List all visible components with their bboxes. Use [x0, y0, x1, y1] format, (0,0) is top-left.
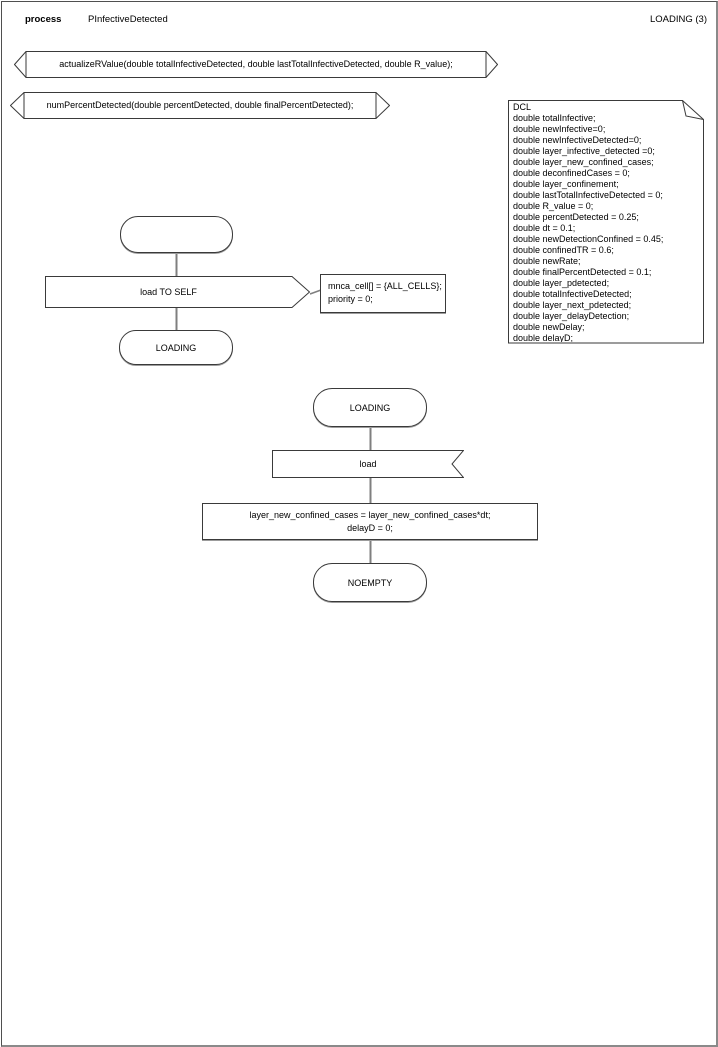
input-notch-shape — [272, 450, 464, 478]
start-symbol[interactable] — [120, 216, 233, 253]
output-arrow-shape — [45, 276, 311, 308]
state-label: LOADING — [155, 342, 197, 353]
procedure-declaration-text: numPercentDetected(double percentDetecte… — [46, 100, 354, 110]
dcl-declarations-text: DCL double totalInfective; double newInf… — [513, 102, 664, 342]
procedure-declaration-numPercentDetected[interactable]: numPercentDetected(double percentDetecte… — [10, 92, 390, 119]
comment-box[interactable]: mnca_cell[] = {ALL_CELLS}; priority = 0; — [320, 274, 446, 313]
note-folded-corner-shape — [508, 100, 704, 344]
state-symbol-loading-2[interactable]: LOADING — [313, 388, 427, 427]
comment-line: mnca_cell[] = {ALL_CELLS}; — [328, 281, 442, 291]
input-label: load — [359, 458, 377, 469]
procedure-declaration-text: actualizeRValue(double totalInfectiveDet… — [59, 59, 453, 69]
task-line: layer_new_confined_cases = layer_new_con… — [249, 509, 491, 520]
state-label: LOADING — [349, 402, 391, 413]
procedure-bracket-shape — [14, 51, 498, 78]
state-symbol-loading[interactable]: LOADING — [119, 330, 233, 365]
state-label: NOEMPTY — [347, 577, 393, 588]
state-symbol-noempty[interactable]: NOEMPTY — [313, 563, 427, 602]
process-name-label: PInfectiveDetected — [88, 14, 168, 25]
procedure-bracket-shape — [10, 92, 390, 119]
output-label: load TO SELF — [140, 286, 197, 297]
output-symbol-load-to-self[interactable]: load TO SELF — [45, 276, 311, 309]
input-symbol-load[interactable]: load — [272, 450, 464, 479]
page-name-label: LOADING (3) — [649, 14, 707, 25]
process-keyword-label: process — [25, 14, 62, 25]
procedure-declaration-actualizeRValue[interactable]: actualizeRValue(double totalInfectiveDet… — [14, 51, 498, 78]
comment-line: priority = 0; — [328, 294, 373, 304]
task-box[interactable]: layer_new_confined_cases = layer_new_con… — [202, 503, 538, 540]
task-line: delayD = 0; — [347, 522, 393, 533]
dcl-declarations-box[interactable]: DCL double totalInfective; double newInf… — [508, 100, 705, 344]
